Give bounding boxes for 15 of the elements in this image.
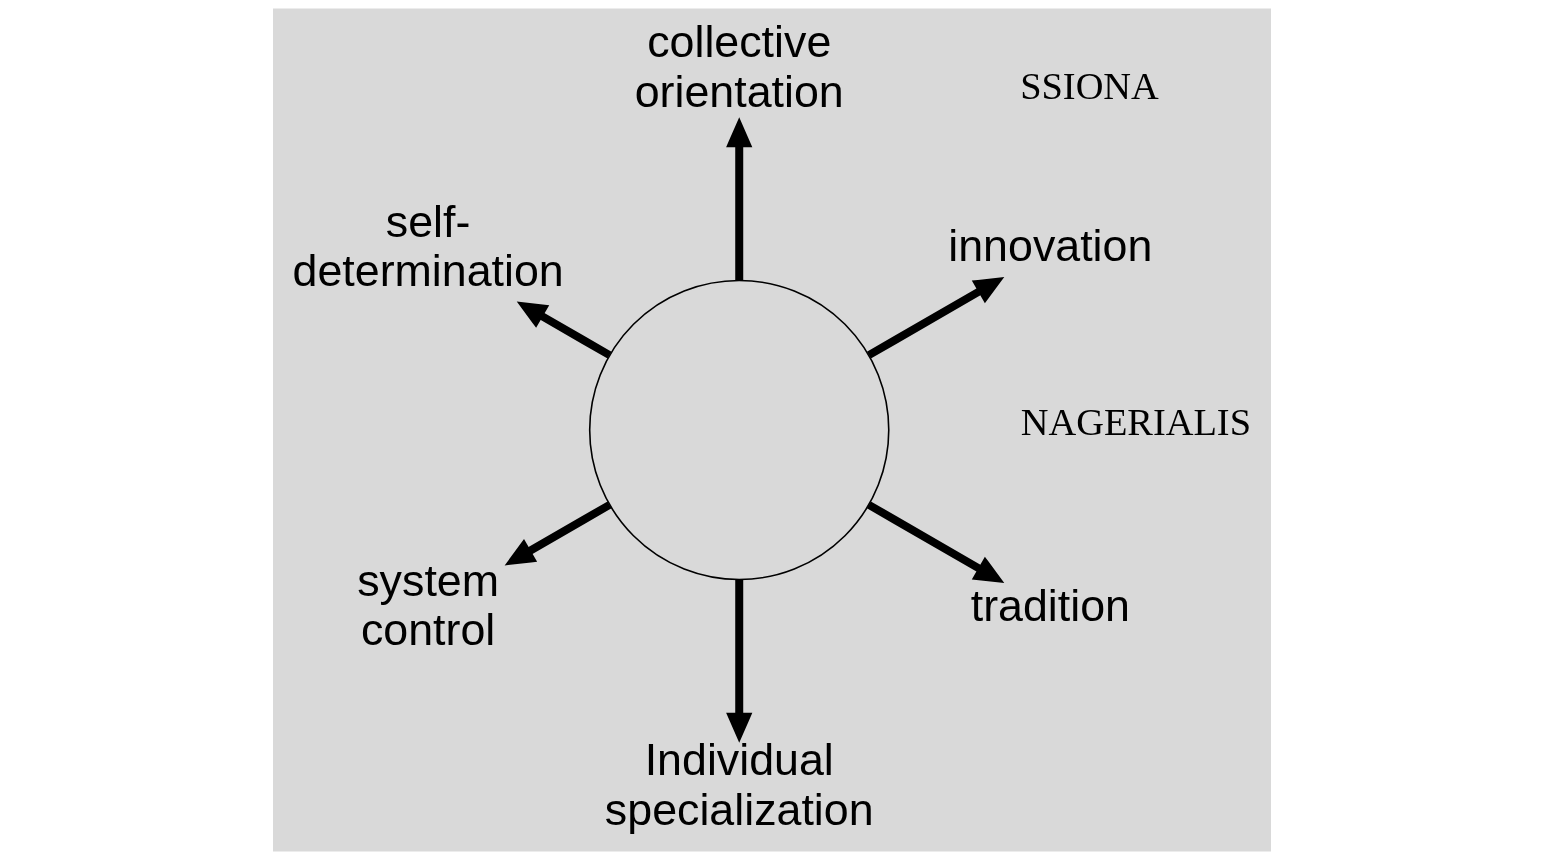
- arrow: [866, 501, 1004, 583]
- node-text: system control: [356, 554, 499, 655]
- node-text: Individual specialization: [604, 734, 874, 835]
- node-text: innovation: [947, 220, 1152, 271]
- node-text: collective orientation: [634, 16, 844, 116]
- arrow: [516, 301, 612, 359]
- arrow: [725, 579, 752, 743]
- label: SSIONA: [1019, 65, 1159, 108]
- arrow: [866, 276, 1004, 359]
- node-text: self- determination: [292, 195, 564, 296]
- arrow: [504, 501, 612, 566]
- node-text: tradition: [970, 579, 1130, 630]
- arrow: [725, 117, 752, 281]
- label: NAGERIALIS: [1020, 401, 1251, 444]
- node-circle: [588, 279, 890, 581]
